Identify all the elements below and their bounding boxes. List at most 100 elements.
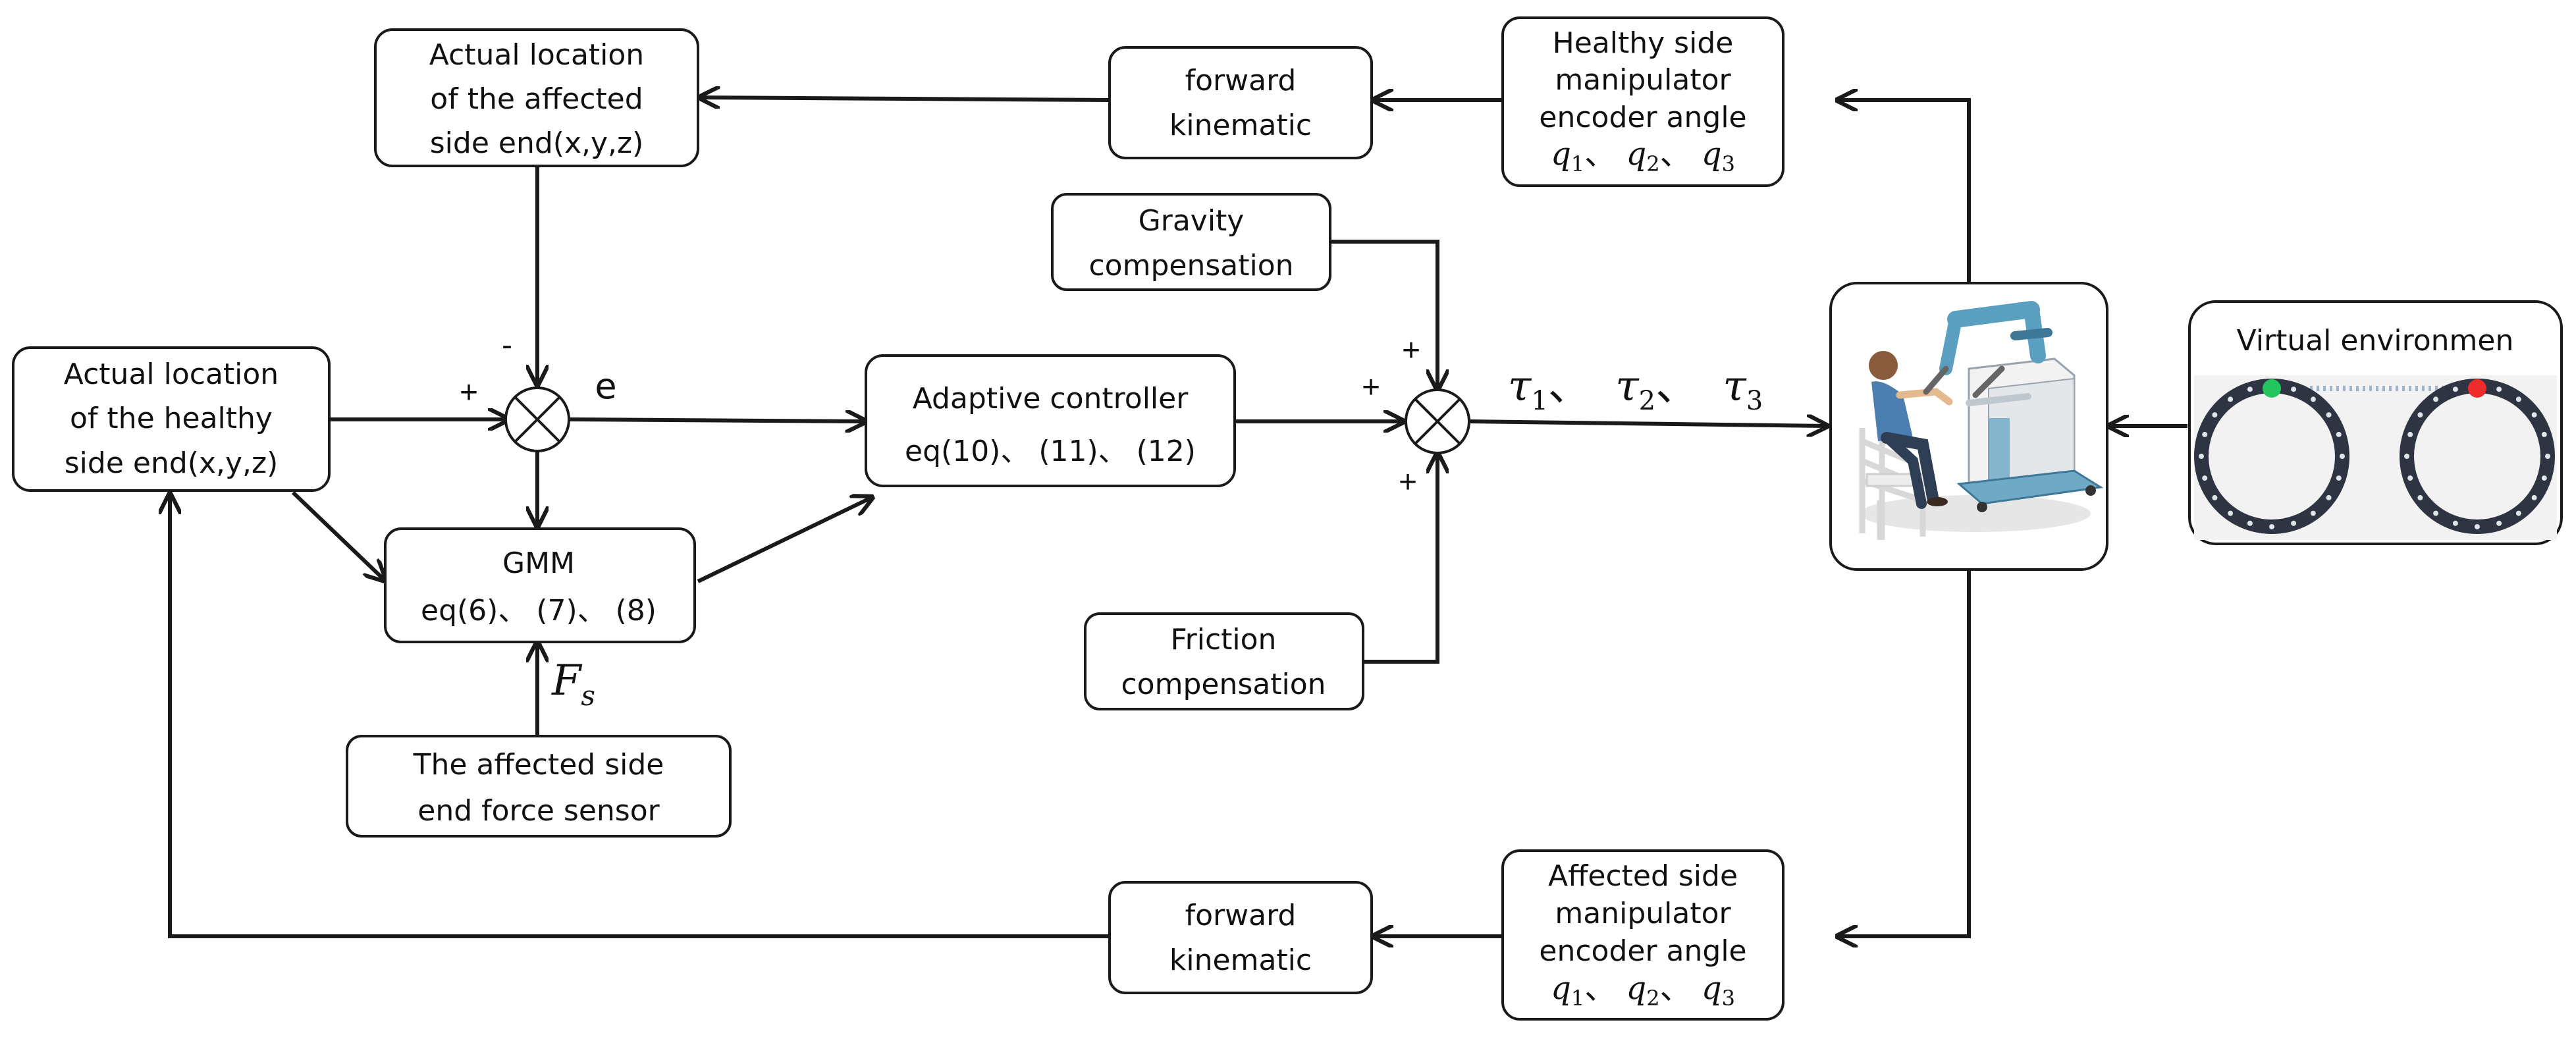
ring-dot — [2228, 396, 2234, 402]
block-line: Friction — [1171, 623, 1277, 656]
joint-angle-labels: q1、 q2、 q3 — [1551, 970, 1735, 1011]
ring-dot — [2247, 386, 2253, 392]
block-line: Actual location — [429, 38, 644, 72]
rehab-robot-block — [1829, 282, 2108, 571]
affected-encoder-block: Affected side manipulator encoder angle … — [1501, 849, 1784, 1021]
sum2-plus-bottom-sign: + — [1399, 465, 1417, 500]
arrow-robot-to-healthy-encoder — [1837, 100, 1971, 283]
ring-dot — [2228, 510, 2234, 516]
ring-dot — [2496, 520, 2502, 526]
arrow-gravity-to-sum2 — [1330, 240, 1437, 390]
ring-dot — [2407, 431, 2413, 437]
ring-dot — [2291, 386, 2297, 392]
ring-dot — [2404, 454, 2409, 459]
block-line: Actual location — [64, 358, 279, 391]
ring-dot — [2212, 412, 2218, 418]
virtual-environment-scene — [2194, 375, 2557, 540]
ring-dot — [2452, 386, 2458, 392]
block-line: manipulator — [1555, 897, 1731, 930]
block-line: end force sensor — [417, 794, 660, 828]
ring-dot — [2336, 431, 2342, 437]
forward-kinematic-top-block: forward kinematic — [1108, 46, 1373, 159]
ring-dot — [2515, 396, 2521, 402]
ring-dot — [2247, 520, 2253, 526]
joint-angle-labels: q1、 q2、 q3 — [1551, 136, 1735, 176]
arrow-gmm-to-adaptive — [697, 497, 872, 583]
arrow-forward-to-affected-location — [699, 97, 1110, 100]
arrow-robot-to-affected-encoder — [1837, 570, 1971, 936]
arrow-healthy-to-gmm — [291, 491, 385, 581]
torque-labels: τ1、 τ2、 τ3 — [1508, 362, 1763, 416]
healthy-encoder-block: Healthy side manipulator encoder angle q… — [1501, 16, 1784, 187]
block-line: GMM — [502, 546, 575, 580]
ring-dot — [2541, 475, 2547, 481]
block-line: compensation — [1088, 249, 1293, 282]
ring-dot — [2531, 494, 2537, 500]
ring-dot — [2269, 524, 2274, 529]
virtual-environment-block: Virtual environmen — [2188, 300, 2563, 545]
summing-junction-2 — [1405, 388, 1470, 454]
friction-compensation-block: Friction compensation — [1084, 612, 1364, 710]
block-line: manipulator — [1555, 63, 1731, 97]
ring-dot — [2310, 396, 2316, 402]
sum2-plus-top-sign: + — [1402, 333, 1420, 368]
ring-dot — [2407, 475, 2413, 481]
block-line: kinematic — [1169, 944, 1312, 977]
arrow-sum1-to-adaptive — [567, 419, 866, 421]
ring-dot — [2417, 412, 2423, 418]
virtual-environment-title: Virtual environmen — [2237, 324, 2514, 358]
actual-location-healthy-block: Actual location of the healthy side end(… — [12, 346, 331, 492]
sum1-plus-sign: + — [460, 375, 478, 410]
connection-lines — [170, 97, 2187, 936]
ring-dot — [2340, 454, 2345, 459]
block-line: forward — [1185, 64, 1297, 97]
gmm-block: GMM eq(6)、 (7)、 (8) — [384, 527, 696, 643]
block-line: Affected side — [1548, 859, 1738, 893]
rehab-robot-illustration — [1859, 301, 2104, 540]
ring-dot — [2496, 386, 2502, 392]
block-line: Adaptive controller — [913, 382, 1189, 415]
ring-dot — [2475, 524, 2480, 529]
block-line: kinematic — [1169, 109, 1312, 142]
actual-location-affected-block: Actual location of the affected side end… — [374, 28, 699, 167]
red-target — [2468, 379, 2486, 398]
block-line: Healthy side — [1553, 26, 1734, 60]
block-line: forward — [1185, 899, 1297, 932]
block-line: The affected side — [413, 748, 664, 782]
adaptive-controller-block: Adaptive controller eq(10)、 (11)、 (12) — [865, 354, 1236, 487]
error-label: e — [595, 365, 616, 407]
block-line: Gravity — [1139, 204, 1245, 238]
ring-dot — [2531, 412, 2537, 418]
summing-junction-1 — [504, 386, 570, 452]
ring-dot — [2336, 475, 2342, 481]
ring-dot — [2291, 520, 2297, 526]
gravity-compensation-block: Gravity compensation — [1051, 193, 1331, 291]
block-line: eq(6)、 (7)、 (8) — [421, 594, 657, 627]
force-sensor-block: The affected side end force sensor — [346, 735, 732, 838]
green-target — [2263, 379, 2281, 398]
ring-dot — [2199, 454, 2204, 459]
block-line: of the affected — [430, 82, 643, 116]
block-line: compensation — [1121, 668, 1326, 701]
block-line: side end(x,y,z) — [65, 446, 279, 480]
arrow-friction-to-sum2 — [1362, 453, 1437, 664]
ring-dot — [2417, 494, 2423, 500]
ring-dot — [2433, 510, 2439, 516]
ring-dot — [2326, 412, 2332, 418]
block-line: eq(10)、 (11)、 (12) — [905, 435, 1196, 468]
ring-dot — [2310, 510, 2316, 516]
forward-kinematic-bottom-block: forward kinematic — [1108, 881, 1373, 994]
sum2-plus-left-sign: + — [1362, 370, 1380, 405]
ring-dot — [2515, 510, 2521, 516]
block-line: encoder angle — [1539, 934, 1746, 968]
block-line: of the healthy — [70, 402, 273, 435]
sum1-minus-sign: - — [502, 328, 512, 363]
ring-dot — [2202, 431, 2208, 437]
ring-dot — [2545, 454, 2550, 459]
ring-dot — [2212, 494, 2218, 500]
force-label: Fs — [551, 656, 595, 712]
ring-dot — [2452, 520, 2458, 526]
arrow-forward-to-healthy-location — [170, 494, 1110, 938]
ring-dot — [2541, 431, 2547, 437]
